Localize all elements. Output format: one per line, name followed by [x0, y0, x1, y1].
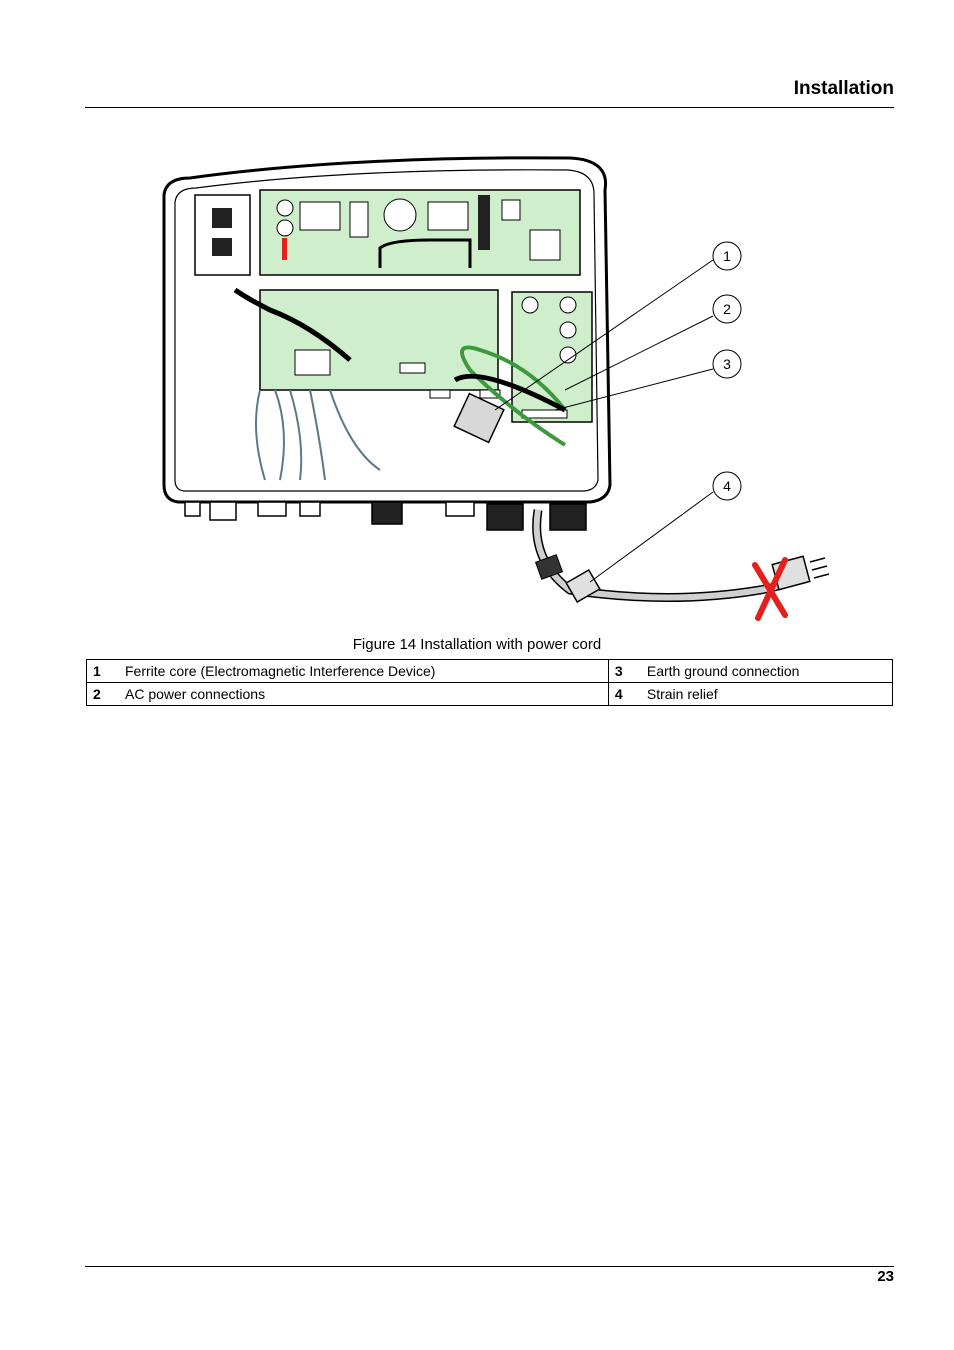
callout-3-label: 3	[723, 356, 731, 372]
ribbon-wires	[255, 389, 381, 481]
legend-number: 4	[607, 682, 635, 706]
black-cable	[233, 287, 352, 362]
legend-number: 1	[86, 659, 113, 683]
legend-text: AC power connections	[113, 682, 609, 706]
callout-3-circle	[712, 349, 742, 379]
ac-terminal-board	[511, 291, 593, 423]
callout-4-label: 4	[723, 478, 731, 494]
callout-2-circle	[712, 294, 742, 324]
earth-wire	[460, 345, 567, 447]
cross-mark	[752, 557, 788, 621]
enclosure-inner	[174, 169, 599, 492]
cable-glands	[184, 501, 587, 531]
legend-text: Ferrite core (Electromagnetic Interferen…	[113, 659, 609, 683]
page-header-title: Installation	[793, 78, 894, 99]
table-row: 1 Ferrite core (Electromagnetic Interfer…	[86, 659, 893, 683]
switch-module	[194, 194, 251, 276]
header-divider	[85, 107, 894, 108]
legend-number: 2	[86, 682, 113, 706]
figure-caption: Figure 14 Installation with power cord	[352, 636, 602, 653]
callout-2-label: 2	[723, 301, 731, 317]
callout-1-label: 1	[723, 248, 731, 264]
legend-number: 3	[607, 659, 635, 683]
footer-divider	[85, 1266, 894, 1267]
installation-illustration: 1 2 3 4	[162, 156, 830, 621]
legend-text: Strain relief	[634, 682, 893, 706]
legend-table: 1 Ferrite core (Electromagnetic Interfer…	[86, 659, 893, 706]
callout-4-circle	[712, 471, 742, 501]
page-number: 23	[877, 1268, 894, 1285]
callout-1-circle	[712, 241, 742, 271]
table-row: 2 AC power connections 4 Strain relief	[86, 682, 893, 706]
ferrite-core	[453, 392, 505, 444]
legend-text: Earth ground connection	[634, 659, 893, 683]
